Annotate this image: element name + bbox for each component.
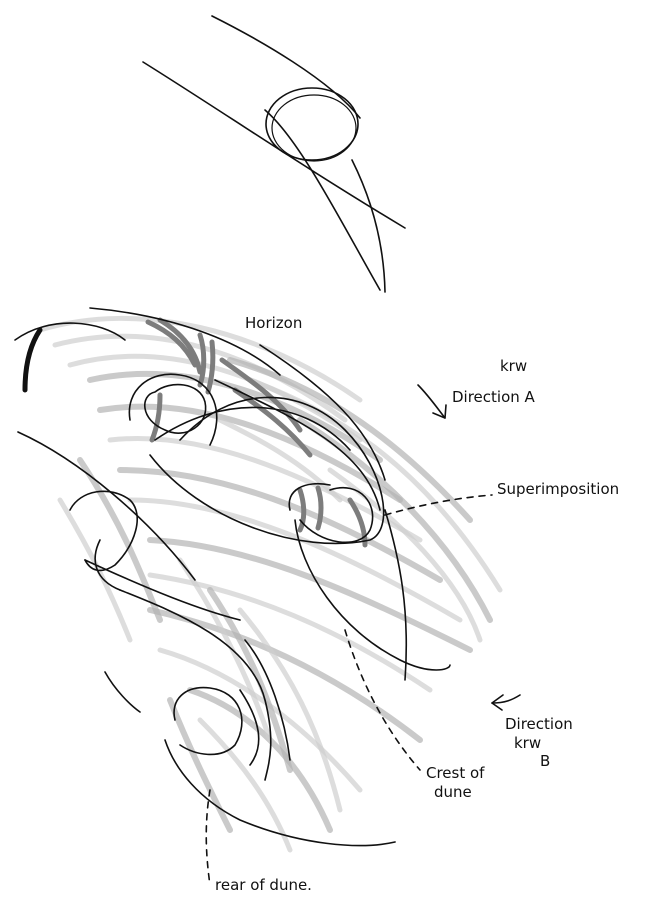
- superimposition-label: Superimposition: [497, 480, 619, 498]
- direction-b-label-line3: B: [540, 752, 550, 770]
- direction-b-label-line2: krw: [514, 734, 541, 752]
- direction-b-arrow: [492, 695, 520, 710]
- rear-of-dune-label: rear of dune.: [215, 876, 312, 894]
- direction-a-label: Direction A: [452, 388, 536, 406]
- horizon-label: Horizon: [245, 314, 302, 332]
- krw-signature-top: krw: [500, 357, 527, 375]
- direction-a-arrow: [418, 385, 446, 418]
- crest-label-line2: dune: [434, 783, 472, 801]
- top-loop-sketch: [143, 16, 405, 292]
- crest-label-line1: Crest of: [426, 764, 485, 782]
- direction-b-label-line1: Direction: [505, 715, 573, 733]
